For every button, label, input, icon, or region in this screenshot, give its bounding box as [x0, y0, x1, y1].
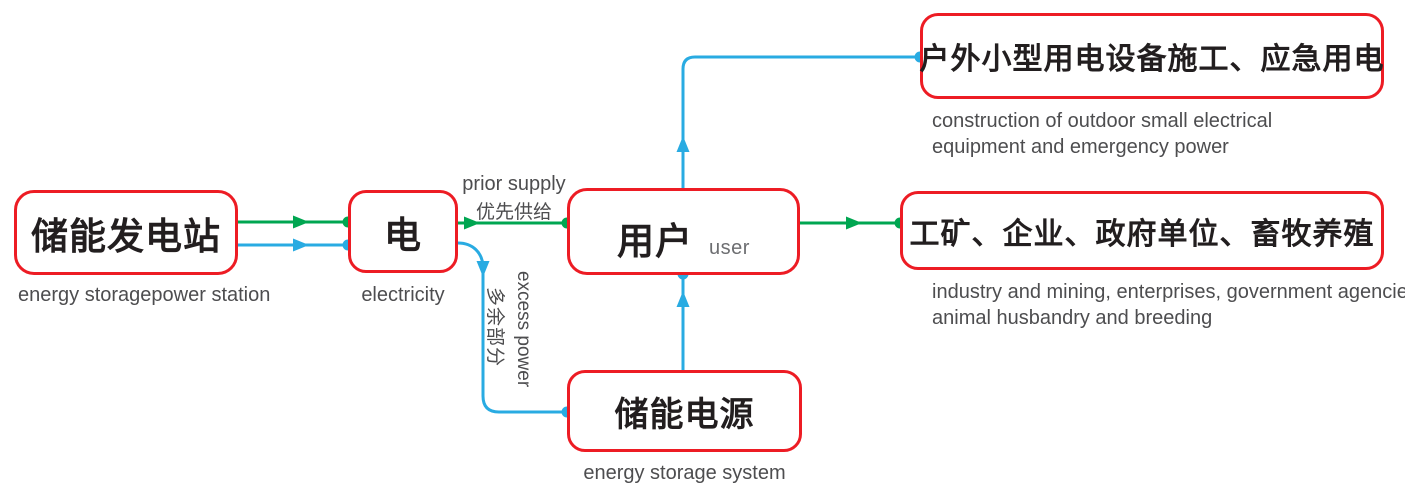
node-subtitle: user — [709, 237, 750, 259]
caption-line-1: industry and mining, enterprises, govern… — [932, 281, 1405, 303]
edge-user-to-industry-green — [798, 216, 906, 230]
arrow-right-icon — [846, 216, 862, 230]
arrow-up-icon — [676, 291, 690, 307]
node-energy-storage-system: 储能电源 — [567, 370, 802, 452]
node-outdoor-equipment: 户外小型用电设备施工、应急用电 — [920, 13, 1384, 99]
edge-station-to-electricity-blue — [237, 238, 354, 252]
caption-line-2: animal husbandry and breeding — [932, 307, 1213, 329]
arrow-right-icon — [293, 215, 309, 229]
edge-storage-to-user-blue — [676, 268, 690, 371]
node-title: 用户 — [617, 221, 694, 262]
caption-line-1: construction of outdoor small electrical — [932, 110, 1273, 132]
edge-label-excess-power-zh: 多余部分 — [484, 287, 505, 368]
node-title: 储能发电站 — [31, 215, 221, 257]
edge-label-prior-supply-zh: 优先供给 — [475, 202, 552, 223]
arrow-down-icon — [476, 261, 490, 277]
arrow-up-icon — [676, 136, 690, 152]
edge-label-excess-power-en: excess power — [513, 271, 534, 388]
node-industry-enterprises: 工矿、企业、政府单位、畜牧养殖 — [900, 191, 1384, 270]
node-caption-electricity: electricity — [361, 284, 445, 306]
node-caption-storage: energy storage system — [583, 462, 786, 484]
node-energy-storage-power-station: 储能发电站 — [14, 190, 238, 275]
node-title: 储能电源 — [614, 395, 755, 434]
node-title: 电 — [384, 214, 422, 256]
arrow-right-icon — [293, 238, 309, 252]
node-title: 户外小型用电设备施工、应急用电 — [919, 43, 1385, 76]
node-user: 用户 user — [567, 188, 800, 275]
node-electricity: 电 — [348, 190, 458, 273]
node-caption-station: energy storagepower station — [18, 284, 271, 306]
caption-line-2: equipment and emergency power — [932, 136, 1229, 158]
edge-station-to-electricity-green — [237, 215, 354, 229]
edge-line — [681, 55, 920, 188]
node-caption-industry: industry and mining, enterprises, govern… — [932, 279, 1405, 331]
node-title: 工矿、企业、政府单位、畜牧养殖 — [909, 217, 1375, 251]
edge-label-prior-supply-en: prior supply — [462, 173, 566, 195]
edge-user-to-outdoor-blue — [676, 51, 926, 188]
node-caption-outdoor: construction of outdoor small electrical… — [932, 108, 1272, 160]
